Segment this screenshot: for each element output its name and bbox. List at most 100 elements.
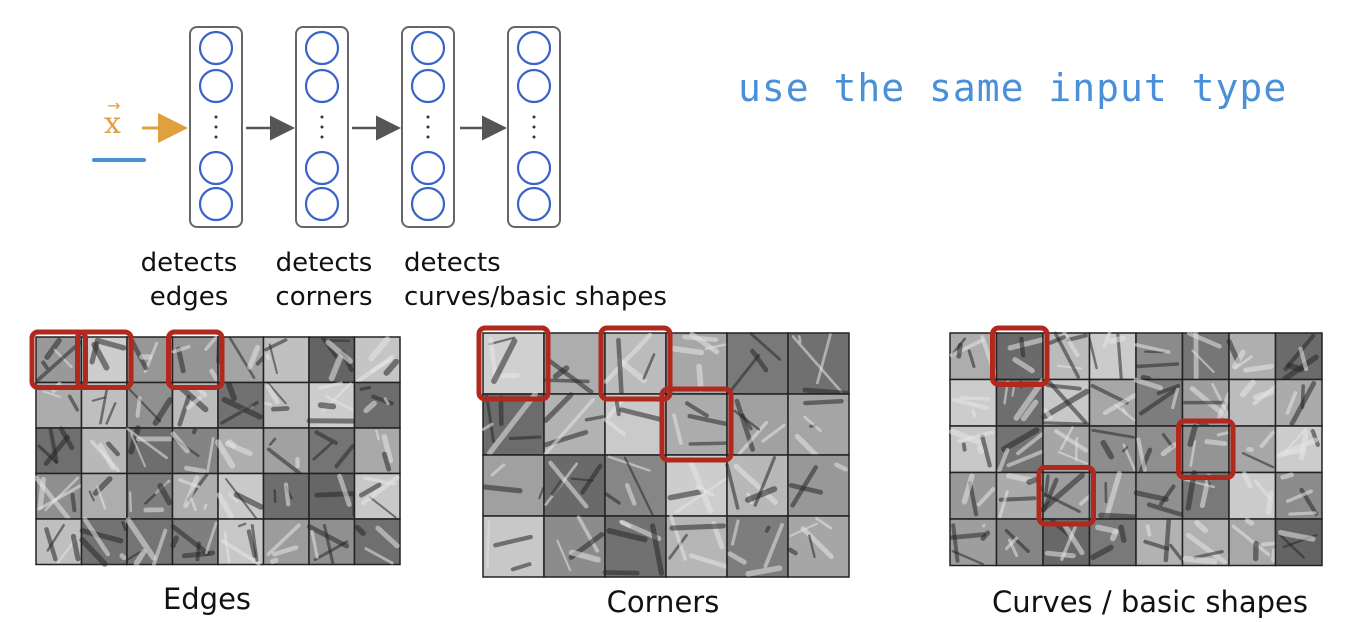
neuron-circle [304, 68, 340, 104]
filter-cell [35, 426, 83, 475]
highlight-box [659, 386, 734, 463]
filter-cell [949, 332, 998, 381]
neuron-circle [198, 68, 234, 104]
filter-cell [787, 393, 850, 457]
filter-cell [726, 515, 789, 578]
filter-cell [80, 472, 128, 520]
filter-cell [665, 393, 729, 456]
filter-cell [995, 332, 1044, 381]
filter-cell [308, 427, 356, 475]
input-x-symbol: x [104, 106, 121, 141]
filter-cell [603, 332, 667, 396]
filter-cell [1226, 332, 1277, 381]
filter-cell [1228, 471, 1277, 520]
filter-cell [262, 472, 310, 520]
filter-cell [482, 332, 545, 395]
filter-cell [1181, 331, 1230, 382]
filter-cell [170, 427, 219, 475]
filter-cell [262, 336, 310, 384]
neuron-circle [304, 186, 340, 222]
filter-cell [1088, 518, 1137, 567]
highlight-box [990, 325, 1050, 387]
ellipsis-dot [214, 135, 218, 139]
neuron-circle [410, 150, 446, 186]
filter-cell [482, 515, 545, 578]
filter-cell [353, 518, 401, 566]
filter-cell [1274, 518, 1323, 567]
filter-cell [126, 472, 174, 520]
layer-label-corners: detects corners [266, 246, 382, 314]
highlight-box [29, 329, 88, 390]
highlight-box [166, 329, 225, 390]
ellipsis-dot [532, 125, 536, 129]
filter-cell [1042, 331, 1091, 381]
filter-cell [262, 427, 310, 475]
filter-cell [1133, 471, 1184, 520]
grid-curves [949, 325, 1323, 567]
filter-cell [125, 425, 174, 475]
filter-cell [262, 381, 310, 429]
filter-cell [80, 427, 128, 475]
filter-cell [1088, 471, 1137, 522]
layer-label-curves-line1: detects [404, 248, 501, 278]
ellipsis-dot [426, 135, 430, 139]
filter-cell [1042, 518, 1091, 567]
filter-cell [1274, 378, 1323, 427]
neuron-circle [516, 186, 552, 222]
filter-cell [787, 515, 850, 578]
ellipsis-dot [320, 125, 324, 129]
grid-edges [29, 329, 401, 567]
filter-cell [481, 391, 545, 456]
filter-cell [787, 332, 850, 396]
filter-cell [995, 518, 1044, 567]
filter-cell [308, 472, 356, 520]
filter-cell [787, 454, 850, 517]
filter-cell [665, 331, 728, 395]
filter-cell [125, 517, 174, 567]
neuron-circle [198, 186, 234, 222]
highlight-box [476, 325, 551, 402]
filter-cell [215, 427, 265, 475]
ellipsis-dot [214, 125, 218, 129]
neuron-circle [410, 186, 446, 222]
filter-cell [1088, 331, 1137, 381]
filter-cell [1181, 424, 1230, 474]
filter-cell [353, 472, 401, 520]
layer-4 [507, 26, 561, 228]
filter-cell [725, 454, 789, 517]
highlight-box [75, 329, 134, 390]
ellipsis-dot [214, 115, 218, 119]
filter-cell [262, 518, 310, 566]
filter-cell [1228, 518, 1278, 567]
filter-cell [126, 336, 174, 384]
highlight-box [1176, 418, 1236, 480]
filter-cell [171, 472, 219, 520]
filter-cell [1088, 378, 1137, 427]
filter-cell [1274, 471, 1323, 520]
neuron-circle [198, 30, 234, 66]
neuron-circle [198, 150, 234, 186]
filter-cell [726, 393, 789, 456]
filter-cell [995, 471, 1044, 520]
layer-label-corners-line2: corners [275, 282, 373, 312]
filter-cell [1274, 425, 1323, 474]
filter-cell [1040, 378, 1091, 427]
filter-cell [543, 515, 606, 578]
neuron-circle [304, 30, 340, 66]
highlight-box [1036, 465, 1096, 527]
filter-cell [949, 425, 998, 474]
layer-label-edges-line1: detects [140, 248, 238, 278]
filter-cell [726, 332, 789, 395]
neuron-circle [516, 30, 552, 66]
filter-cell [35, 336, 83, 384]
filter-cell [79, 516, 128, 567]
filter-cell [353, 381, 401, 429]
ellipsis-dot [426, 125, 430, 129]
filter-cell [1274, 332, 1323, 382]
filter-cell [35, 518, 83, 566]
filter-cell [602, 515, 667, 578]
filter-cell [1228, 425, 1277, 474]
layer-label-corners-line1: detects [275, 248, 373, 278]
filter-cell [1181, 518, 1230, 567]
